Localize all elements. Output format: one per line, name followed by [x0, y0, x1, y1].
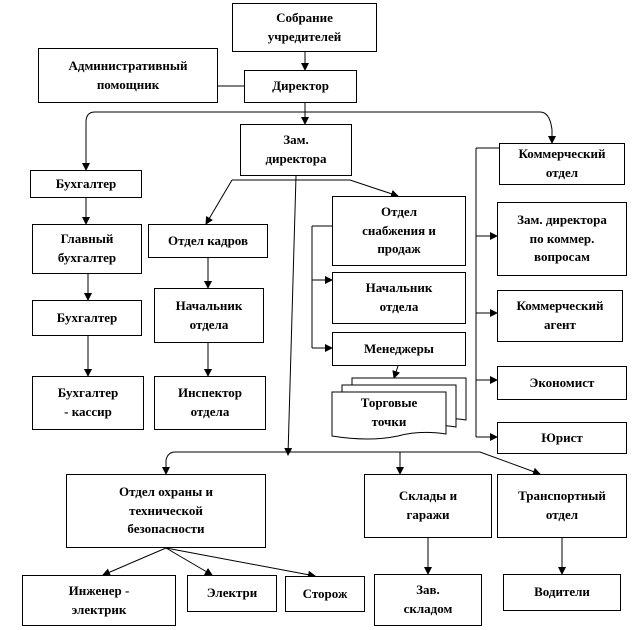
director-box[interactable]: Директор: [244, 70, 357, 103]
hr-head-box[interactable]: Начальник отдела: [154, 288, 264, 343]
hr-department-box[interactable]: Отдел кадров: [148, 224, 268, 258]
warehouses-box[interactable]: Склады и гаражи: [364, 474, 492, 538]
transport-department-box[interactable]: Транспортный отдел: [497, 474, 627, 538]
electrical-engineer-box[interactable]: Инженер - электрик: [22, 575, 176, 626]
accountant-cashier-box[interactable]: Бухгалтер - кассир: [32, 376, 144, 430]
retail-points-label[interactable]: Торговые точки: [360, 395, 418, 429]
retail-points-stack-shape: [331, 377, 467, 440]
commercial-agent-box[interactable]: Коммерческий агент: [497, 290, 623, 342]
drivers-box[interactable]: Водители: [503, 574, 621, 611]
deputy-commercial-box[interactable]: Зам. директора по коммер. вопросам: [497, 202, 627, 276]
accountant-box[interactable]: Бухгалтер: [30, 170, 142, 198]
supply-head-box[interactable]: Начальник отдела: [332, 272, 466, 324]
managers-box[interactable]: Менеджеры: [332, 332, 466, 366]
founders-meeting-box[interactable]: Собрание учредителей: [232, 3, 377, 52]
supply-sales-department-box[interactable]: Отдел снабжения и продаж: [332, 196, 466, 266]
warehouse-manager-box[interactable]: Зав. складом: [374, 574, 482, 626]
economist-box[interactable]: Экономист: [497, 366, 627, 400]
commercial-department-box[interactable]: Коммерческий отдел: [499, 143, 625, 185]
security-department-box[interactable]: Отдел охраны и технической безопасности: [66, 474, 266, 548]
electrician-box[interactable]: Электри: [187, 575, 277, 612]
accountant-2-box[interactable]: Бухгалтер: [32, 300, 142, 336]
guard-box[interactable]: Сторож: [285, 576, 365, 612]
chief-accountant-box[interactable]: Главный бухгалтер: [32, 224, 142, 274]
deputy-director-box[interactable]: Зам. директора: [240, 124, 352, 176]
admin-assistant-box[interactable]: Административный помощник: [38, 48, 218, 103]
lawyer-box[interactable]: Юрист: [497, 422, 627, 454]
hr-inspector-box[interactable]: Инспектор отдела: [154, 376, 266, 430]
